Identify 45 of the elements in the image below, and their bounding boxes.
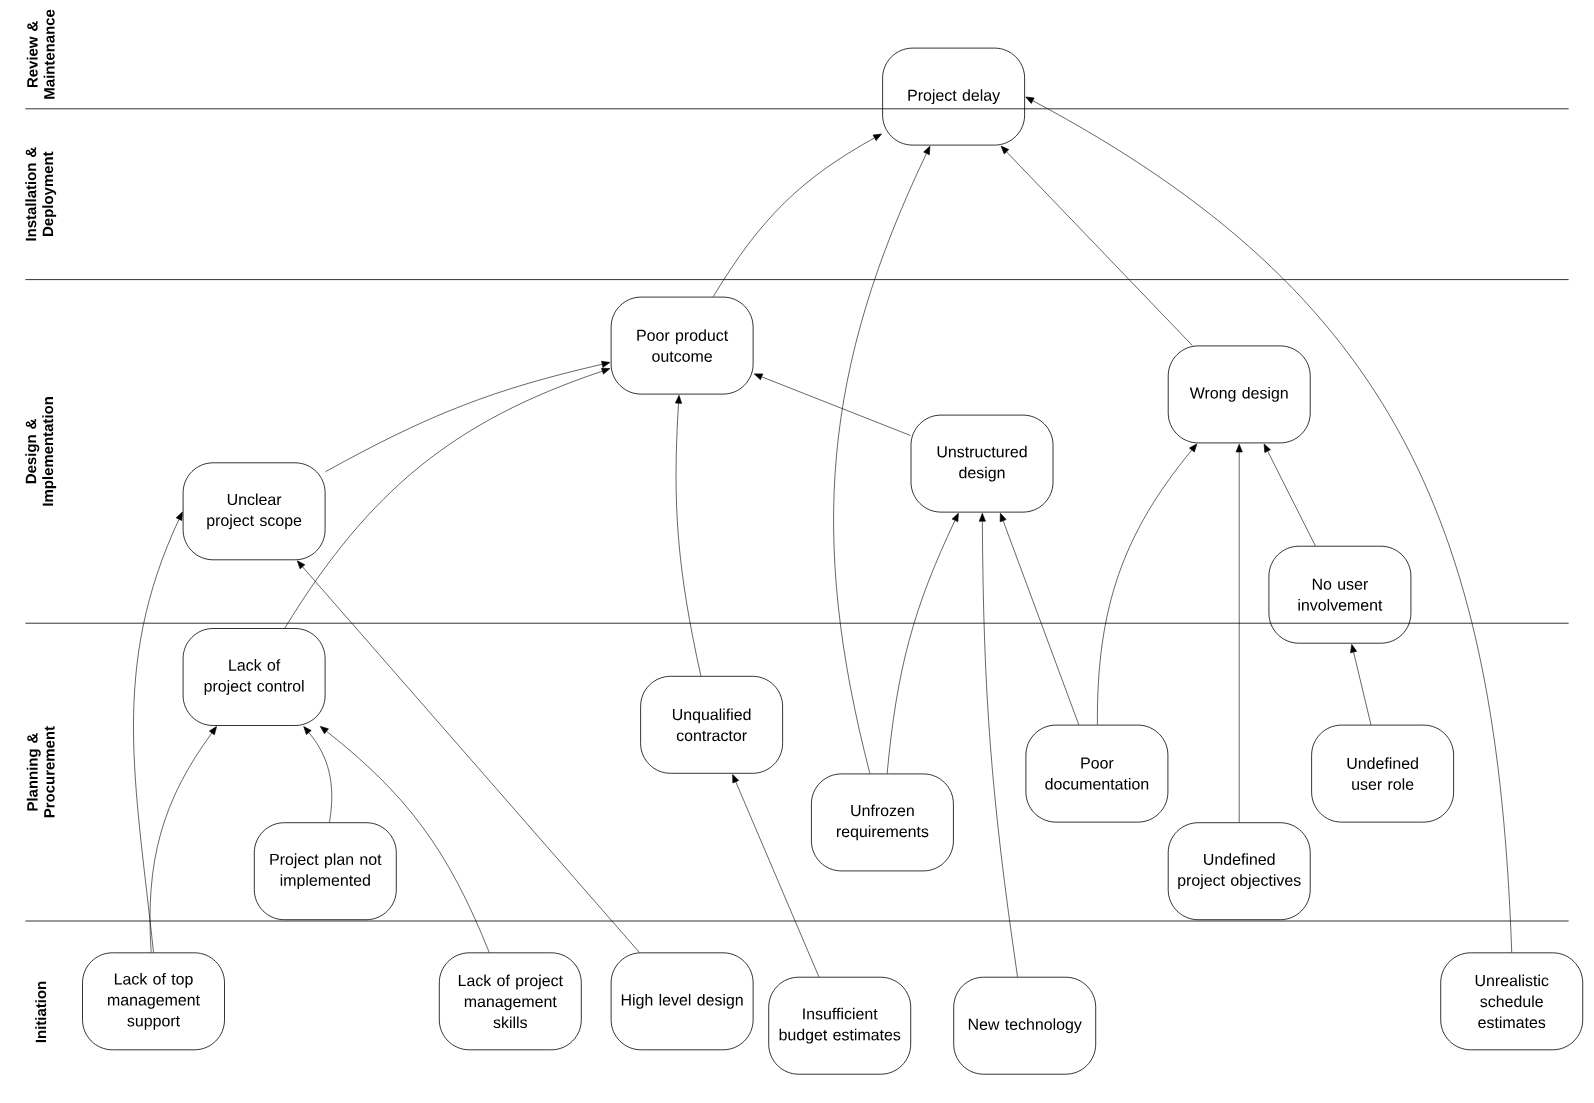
rounded-box: Project plan not implemented [253, 822, 397, 921]
rounded-box: Poor documentation [1025, 724, 1169, 823]
arrow [1097, 443, 1198, 725]
arrow [303, 726, 333, 823]
rounded-box: Project delay [882, 47, 1025, 146]
arrow [886, 512, 959, 774]
arrow [732, 774, 820, 978]
rounded-box: Wrong design [1167, 345, 1311, 444]
rounded-box: Lack of project control [182, 628, 326, 726]
rounded-box: No user involvement [1268, 545, 1412, 644]
arrow [296, 560, 640, 953]
arrow [978, 513, 1018, 978]
arrow [149, 726, 217, 953]
rounded-box: Poor product outcome [610, 296, 754, 395]
arrow [319, 726, 490, 953]
rounded-box: Lack of project management skills [438, 952, 582, 1051]
arrow [675, 395, 702, 677]
lane-label: Review & Maintenance [26, 9, 55, 99]
arrow [1235, 443, 1243, 823]
rounded-box: Unclear project scope [182, 462, 326, 561]
arrow [325, 360, 611, 472]
lane-label: Installation & Deployment [25, 147, 57, 241]
lane-label: Design & Implementation [25, 397, 57, 506]
lane-label: Planning & Procurement [26, 726, 55, 818]
arrow [833, 145, 931, 774]
arrow [1350, 644, 1372, 725]
arrow [712, 133, 882, 297]
arrow [1025, 96, 1512, 953]
arrow [999, 513, 1080, 725]
rounded-box: Undefined user role [1311, 724, 1454, 823]
arrow [284, 367, 611, 629]
rounded-box: Insufficient budget estimates [768, 976, 912, 1075]
lane-label: Initiation [35, 981, 47, 1043]
rounded-box: Unstructured design [910, 414, 1054, 513]
rounded-box: Undefined project objectives [1167, 822, 1311, 921]
rounded-box: New technology [953, 976, 1097, 1075]
arrow [1263, 443, 1316, 547]
rounded-box: High level design [610, 952, 754, 1051]
rounded-box: Lack of top management support [82, 952, 225, 1051]
arrow [1000, 145, 1193, 346]
rounded-box: Unqualified contractor [640, 675, 783, 774]
rounded-box: Unrealistic schedule estimates [1440, 952, 1584, 1051]
rounded-box: Unfrozen requirements [811, 773, 954, 872]
arrow [133, 511, 183, 953]
arrow [754, 373, 911, 436]
